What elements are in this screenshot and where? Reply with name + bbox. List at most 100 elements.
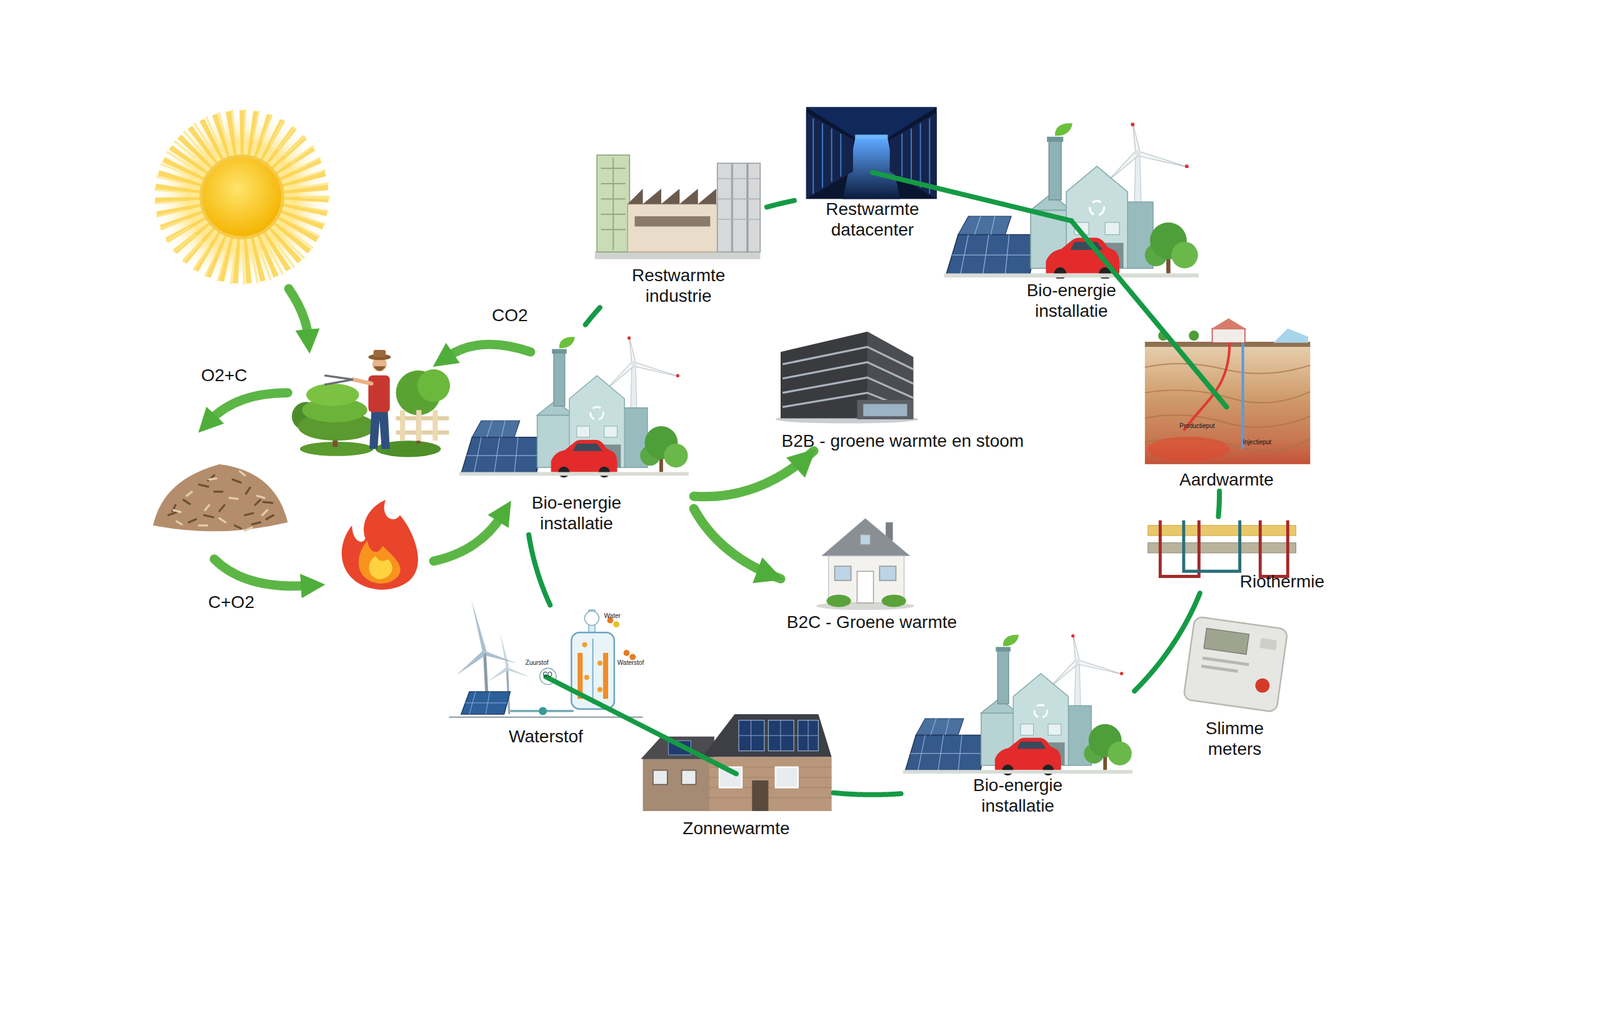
node-label: Riothermie (1222, 571, 1325, 592)
annotation-label: Waterstof (617, 659, 644, 667)
fire-illustration-part (368, 556, 392, 580)
hydrogen-illustration-part (592, 638, 594, 704)
flow-arrow (693, 508, 781, 579)
house-illustration-part (879, 566, 896, 581)
hydrogen-illustration-part (465, 691, 507, 715)
bio-energy-plants (459, 122, 1200, 776)
solar-houses-part (751, 780, 769, 812)
annotation-label: CO2 (491, 306, 529, 326)
node-label: Restwarmte industrie (612, 265, 745, 307)
gardener-illustration-part (368, 375, 390, 413)
geothermal-illustration-part (1212, 328, 1245, 344)
ring-connector (1218, 491, 1220, 517)
office-illustration (775, 331, 919, 424)
cycle-arrows-part (214, 559, 309, 587)
industry-illustration-part (732, 163, 747, 252)
annotation-label: O2+C (201, 366, 248, 386)
solar-houses-part (653, 770, 668, 785)
hydrogen-illustration-part (456, 651, 485, 676)
wood-chips-part (153, 464, 289, 532)
label-holder: Riothermie (1222, 571, 1325, 592)
gardener-illustration-part (369, 410, 390, 449)
fire-illustration (341, 500, 419, 590)
smart-meter-part (1183, 616, 1288, 712)
hydrogen-illustration-part (487, 667, 509, 682)
node-label: Slimme meters (1193, 718, 1276, 760)
geothermal-illustration-part (1188, 330, 1199, 341)
sun-illustration-part (168, 123, 315, 271)
sewer-pipes-part (1160, 520, 1199, 577)
hydrogen-illustration-part (500, 632, 510, 669)
flow-arrow (693, 451, 814, 497)
house-illustration-part (826, 595, 851, 608)
wood-chips (153, 464, 289, 532)
image-node: Zonnewarmte (640, 709, 832, 839)
hydrogen-illustration-part (461, 691, 510, 715)
bio-energy-plants-part (903, 634, 1133, 776)
label-holder: Bio-energie installatie (500, 492, 654, 534)
gardener-illustration-part (417, 369, 450, 402)
solar-houses (640, 714, 832, 812)
hydrogen-illustration-part (471, 600, 487, 654)
annotation-label: Zuurstof (525, 659, 549, 667)
wood-chips-part (173, 471, 268, 531)
image-node: Slimme meters (1183, 615, 1286, 759)
hydrogen-illustration-part (584, 675, 590, 680)
image-node: B2C - Groene warmte (780, 513, 957, 633)
industry-illustration-part (717, 178, 761, 220)
node-label: Aardwarmte (1140, 469, 1312, 490)
smart-meter-part (1254, 677, 1271, 694)
node-label: Waterstof (446, 726, 645, 747)
image-node: Bio-energie installatie (903, 624, 1133, 817)
house-illustration-part (821, 518, 910, 556)
industry-illustration (595, 155, 760, 260)
solar-houses-part (738, 720, 819, 752)
gardener-illustration-part (324, 375, 354, 385)
sewer-pipes-part (1183, 520, 1240, 572)
sewer-pipes-part (1148, 543, 1297, 554)
ring-connector (585, 307, 600, 325)
geothermal-illustration-part (1241, 343, 1245, 450)
industry-illustration-part (748, 163, 761, 252)
solar-houses-part (775, 767, 799, 789)
ring-connector (766, 200, 795, 208)
label-holder: B2B - groene warmte en stoom (781, 430, 1037, 452)
image-node: Bio-energie installatie (459, 326, 695, 534)
solar-houses-part (709, 756, 832, 812)
gardener-illustration-part (373, 350, 387, 357)
hydrogen-illustration-part (603, 653, 609, 699)
label-holder: Bio-energie installatie (941, 775, 1095, 817)
annotation-label: Water (604, 612, 621, 620)
node-label: Zonnewarmte (640, 818, 832, 839)
house-illustration-part (881, 595, 907, 608)
smart-meter-part (1203, 628, 1249, 655)
industry-illustration-part (627, 204, 718, 253)
datacenter-illustration-part (855, 135, 888, 140)
gardener-illustration-part (432, 410, 438, 441)
gardener-illustration-part (353, 379, 372, 384)
gardener-illustration-part (306, 383, 360, 407)
cycle-arrows-part (433, 515, 502, 562)
smart-meter-part (1202, 656, 1250, 667)
image-node: Aardwarmte (1140, 324, 1312, 490)
hydrogen-illustration-part (585, 611, 600, 626)
solar-houses-part (701, 714, 832, 758)
node-label: Bio-energie installatie (500, 492, 654, 534)
image-node: Restwarmte industrie (591, 148, 766, 307)
hydrogen-illustration-part (506, 667, 531, 678)
ring-connector (528, 535, 550, 606)
hydrogen-illustration-part (597, 660, 603, 666)
solar-houses-part (643, 756, 713, 812)
hydrogen-illustration-part (581, 642, 587, 648)
sewer-pipes (1148, 520, 1297, 577)
label-holder: Restwarmte industrie (612, 265, 745, 307)
ring-connector (545, 676, 736, 774)
gardener-illustration-part (416, 410, 422, 441)
smart-meter-part (1201, 665, 1239, 674)
node-label: B2B - groene warmte en stoom (781, 430, 1037, 452)
industry-illustration-part (717, 163, 732, 252)
gardener-illustration-part (400, 410, 405, 441)
image-node: Restwarmte datacenter (795, 105, 949, 240)
